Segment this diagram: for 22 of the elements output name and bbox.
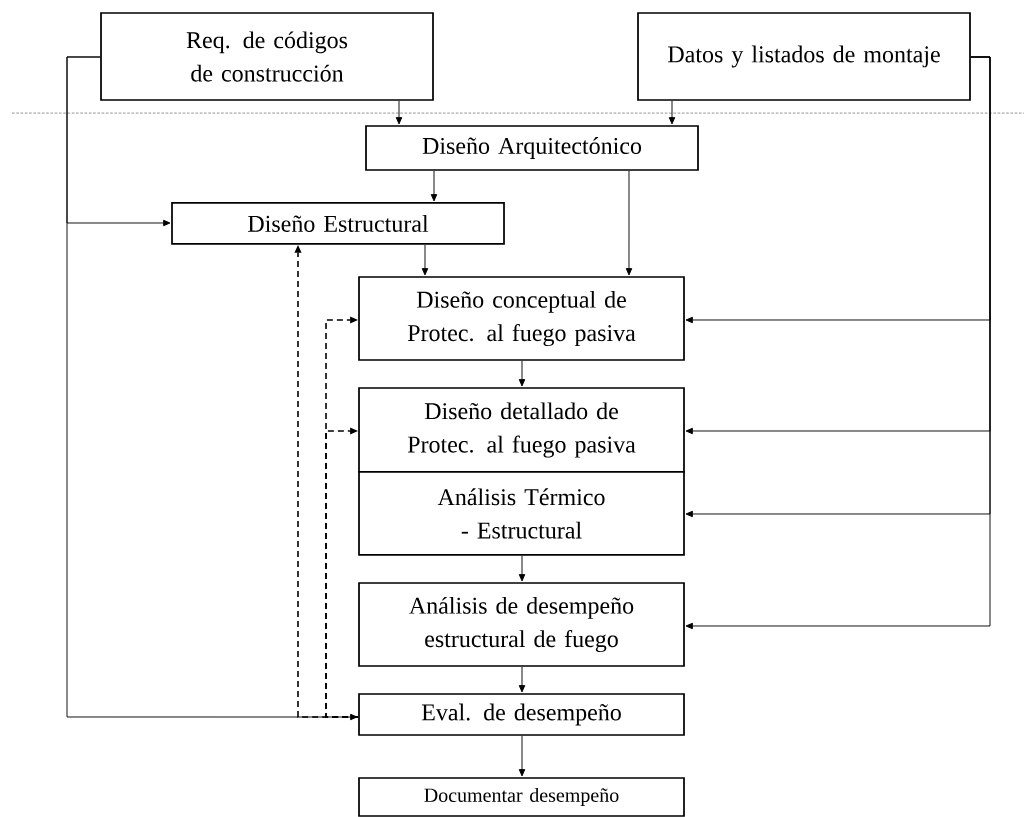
arrow xyxy=(325,427,359,718)
process-box: Diseño conceptual de Protec. al fuego pasiva xyxy=(358,276,685,361)
process-box: Diseño Estructural xyxy=(171,202,505,245)
arrow xyxy=(518,666,526,693)
arrow xyxy=(66,56,358,721)
process-box: Análisis Térmico - Estructural xyxy=(358,471,685,556)
input-box: Req. de códigos de construcción xyxy=(100,12,434,101)
arrow xyxy=(668,100,676,125)
process-box: Eval. de desempeño xyxy=(358,693,685,736)
arrow xyxy=(685,56,991,630)
process-box: Diseño detallado de Protec. al fuego pasiva xyxy=(358,387,685,473)
process-box: Análisis de desempeño estructural de fuego xyxy=(358,582,685,667)
arrow xyxy=(421,244,429,276)
arrow xyxy=(395,100,403,125)
arrow xyxy=(430,170,438,202)
arrow xyxy=(518,555,526,582)
process-box: Documentar desempeño xyxy=(358,777,685,817)
process-box: Diseño Arquitectónico xyxy=(365,125,699,171)
input-box: Datos y listados de montaje xyxy=(637,12,971,101)
arrow xyxy=(518,360,526,387)
arrow xyxy=(518,735,526,777)
arrow xyxy=(625,170,633,276)
